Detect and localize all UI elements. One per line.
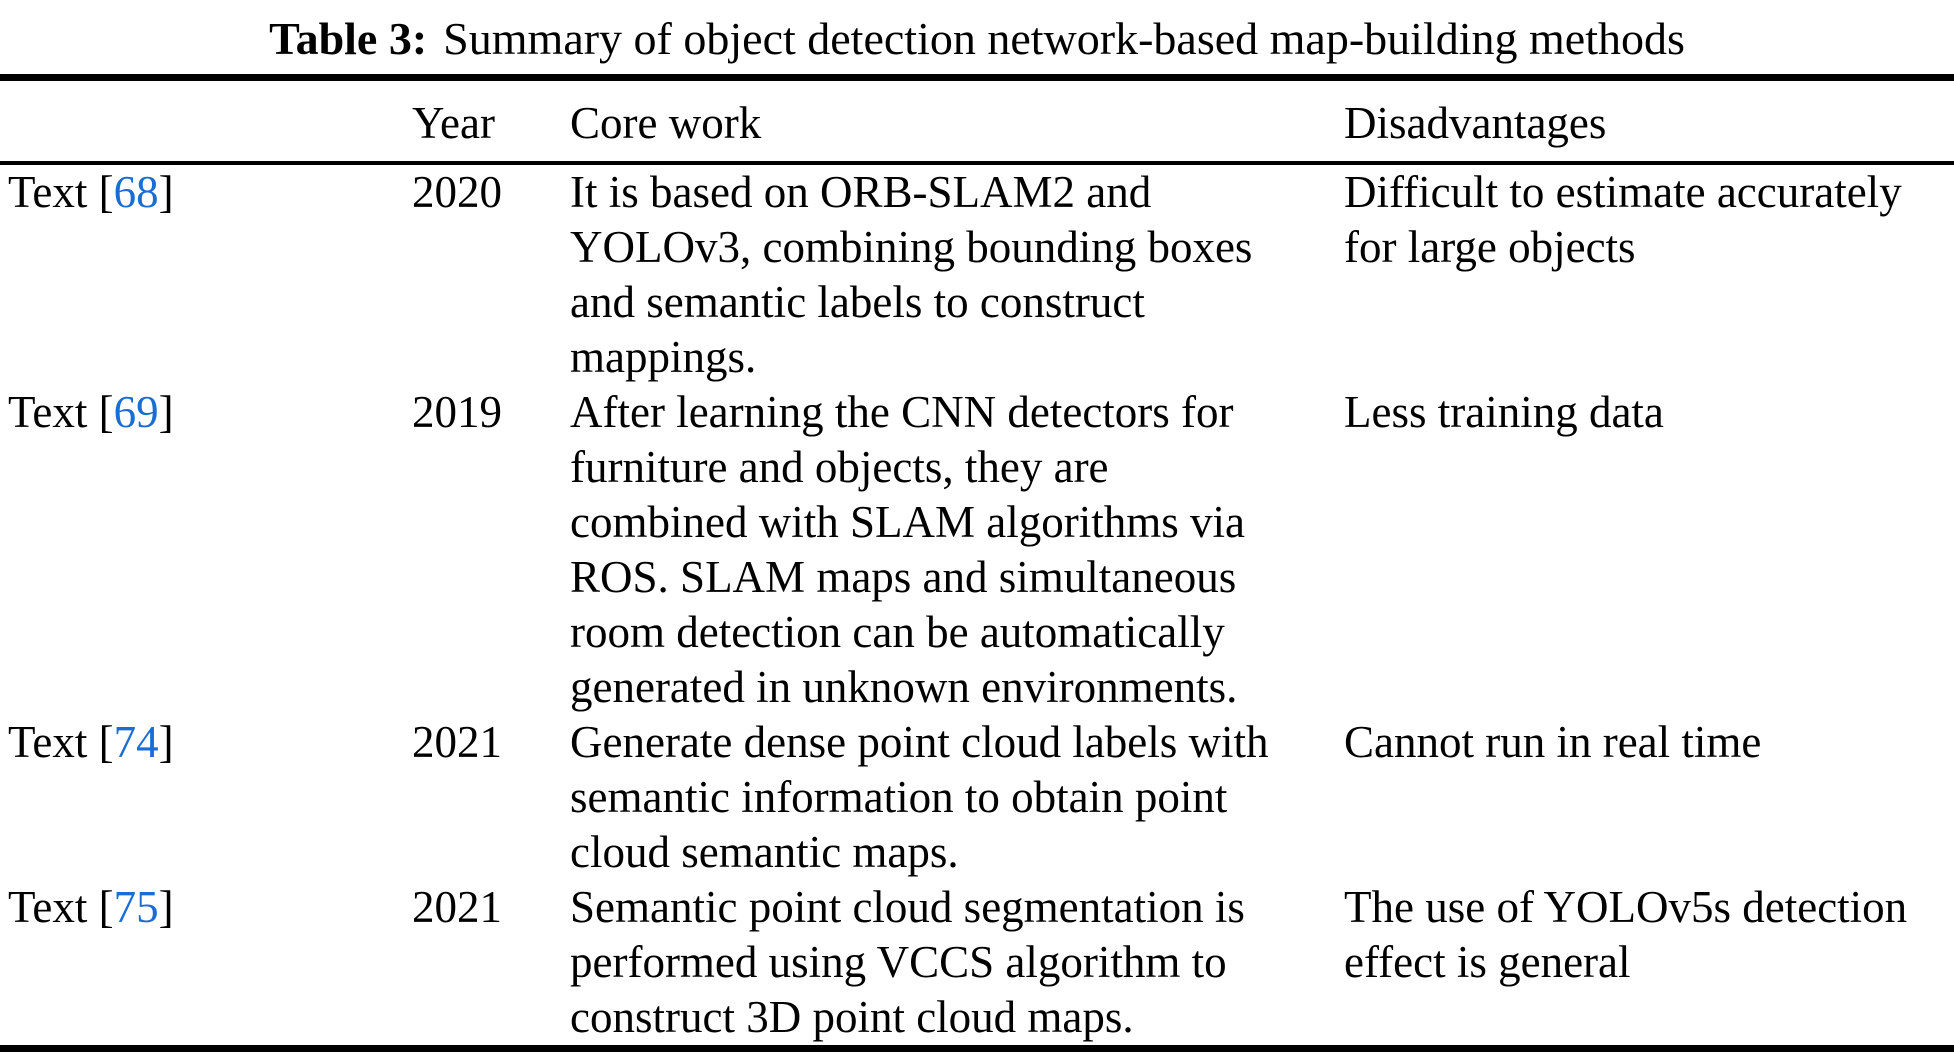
year-cell: 2021: [412, 882, 502, 932]
ref-cell: Text [69]: [0, 385, 412, 715]
column-header-year: Year: [412, 77, 570, 165]
year-cell: 2019: [412, 387, 502, 437]
disadvantages-cell: Difficult to estimate accurately for lar…: [1344, 167, 1902, 272]
disadvantages-cell: Less training data: [1344, 387, 1664, 437]
caption-text: Summary of object detection network-base…: [443, 13, 1685, 64]
ref-bracket: ]: [158, 167, 174, 217]
table-row: Text [68] 2020 It is based on ORB-SLAM2 …: [0, 163, 1954, 385]
ref-cell: Text [74]: [0, 715, 412, 880]
table-row: Text [75] 2021 Semantic point cloud segm…: [0, 880, 1954, 1049]
table-row: Text [69] 2019 After learning the CNN de…: [0, 385, 1954, 715]
column-header-core-work: Core work: [570, 77, 1344, 165]
citation-link[interactable]: 68: [113, 167, 159, 217]
core-work-cell: After learning the CNN detectors for fur…: [570, 387, 1245, 712]
core-work-cell: Generate dense point cloud labels with s…: [570, 717, 1269, 877]
ref-text: Text [: [8, 167, 114, 217]
year-cell: 2020: [412, 167, 502, 217]
ref-text: Text [: [8, 882, 114, 932]
ref-cell: Text [75]: [0, 880, 412, 1049]
citation-link[interactable]: 74: [113, 717, 159, 767]
disadvantages-cell: The use of YOLOv5s detection effect is g…: [1344, 882, 1908, 987]
disadvantages-cell: Cannot run in real time: [1344, 717, 1762, 767]
core-work-cell: Semantic point cloud segmentation is per…: [570, 882, 1245, 1042]
table-row: Text [74] 2021 Generate dense point clou…: [0, 715, 1954, 880]
ref-bracket: ]: [158, 387, 174, 437]
year-cell: 2021: [412, 717, 502, 767]
ref-text: Text [: [8, 717, 114, 767]
column-header-ref: [0, 77, 412, 165]
ref-cell: Text [68]: [0, 163, 412, 385]
header-row: Year Core work Disadvantages: [0, 77, 1954, 165]
ref-text: Text [: [8, 387, 114, 437]
core-work-cell: It is based on ORB-SLAM2 and YOLOv3, com…: [570, 167, 1253, 382]
ref-bracket: ]: [158, 882, 174, 932]
citation-link[interactable]: 75: [113, 882, 159, 932]
caption-label: Table 3:: [269, 13, 428, 64]
table-caption: Table 3: Summary of object detection netw…: [0, 0, 1954, 74]
ref-bracket: ]: [158, 717, 174, 767]
citation-link[interactable]: 69: [113, 387, 159, 437]
column-header-disadvantages: Disadvantages: [1344, 77, 1954, 165]
summary-table: Year Core work Disadvantages Text [68] 2…: [0, 74, 1954, 1052]
